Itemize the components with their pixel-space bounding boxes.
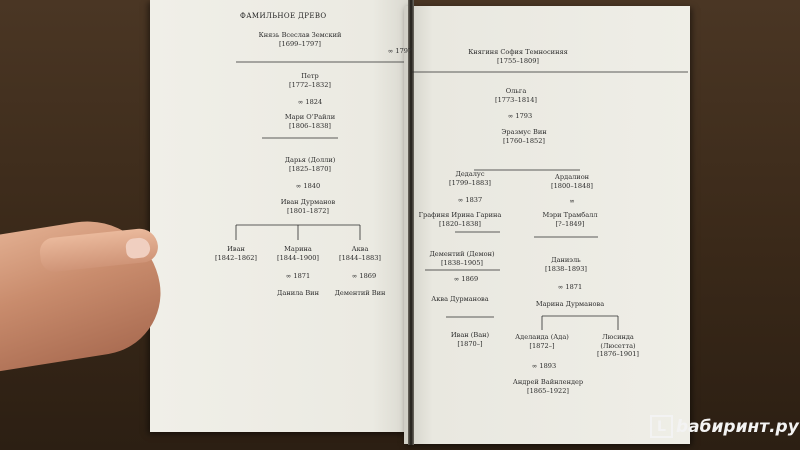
person-maria-trumbull: Мэри Трамбалл [?–1849]	[542, 211, 598, 228]
marriage-1893: ∞ 1893	[531, 362, 557, 370]
person-erasmus: Эразмус Вин [1760–1852]	[501, 128, 547, 145]
watermark-logo: L	[650, 415, 673, 438]
person-daniel: Даниэль [1838–1893]	[544, 256, 588, 273]
marriage-1840: ∞ 1840	[295, 182, 321, 190]
person-sofia: Княгиня София Темносиняя [1755–1809]	[468, 48, 568, 65]
marriage-1824: ∞ 1824	[297, 98, 323, 106]
right-page	[404, 6, 690, 444]
page-title: ФАМИЛЬНОЕ ДРЕВО	[240, 12, 327, 20]
person-petr: Петр [1772–1832]	[288, 72, 332, 89]
person-daedalus: Дедалус [1799–1883]	[448, 170, 492, 187]
marriage-1797: ∞ 1797	[387, 47, 413, 55]
marriage-1871-left: ∞ 1871	[285, 272, 311, 280]
person-lucette: Люсинда (Люсетта) [1876–1901]	[596, 333, 640, 358]
person-ivan-durmanov: Иван Дурманов [1801–1872]	[280, 198, 336, 215]
person-marina-durmanova: Марина Дурманова	[535, 300, 605, 308]
person-van: Иван (Ван) [1870–]	[450, 331, 490, 348]
person-aqua: Аква [1844–1883]	[338, 245, 382, 262]
marriage-1793: ∞ 1793	[507, 112, 533, 120]
person-mary: Мари О’Райли [1806–1838]	[284, 113, 336, 130]
watermark-text: bабиринт.ру	[676, 416, 799, 437]
person-aqua-durmanova: Аква Дурманова	[431, 295, 489, 303]
marriage-1837: ∞ 1837	[457, 196, 483, 204]
left-page	[150, 0, 412, 432]
marriage-ardalion: ∞	[569, 197, 575, 205]
person-olga: Ольга [1773–1814]	[494, 87, 538, 104]
person-andrey: Андрей Вайнлендер [1865–1922]	[512, 378, 584, 395]
marriage-1871-right: ∞ 1871	[557, 283, 583, 291]
person-dolly: Дарья (Долли) [1825–1870]	[284, 156, 336, 173]
person-ivan: Иван [1842–1862]	[214, 245, 258, 262]
person-marina: Марина [1844–1900]	[276, 245, 320, 262]
person-dementy-vin: Дементий Вин	[334, 289, 386, 297]
person-ada: Аделаида (Ада) [1872–]	[515, 333, 569, 350]
person-irina: Графиня Ирина Гарина [1820–1838]	[418, 211, 502, 228]
person-vseslav: Князь Всеслав Земский [1699–1797]	[258, 31, 342, 48]
labirint-watermark: L bабиринт.ру	[650, 415, 799, 438]
book-gutter	[408, 0, 414, 445]
marriage-1869-right: ∞ 1869	[453, 275, 479, 283]
person-demon: Дементий (Демон) [1838–1905]	[429, 250, 495, 267]
person-ardalion: Ардалион [1800–1848]	[550, 173, 594, 190]
person-daniel-vin: Данила Вин	[277, 289, 319, 297]
marriage-1869-left: ∞ 1869	[351, 272, 377, 280]
